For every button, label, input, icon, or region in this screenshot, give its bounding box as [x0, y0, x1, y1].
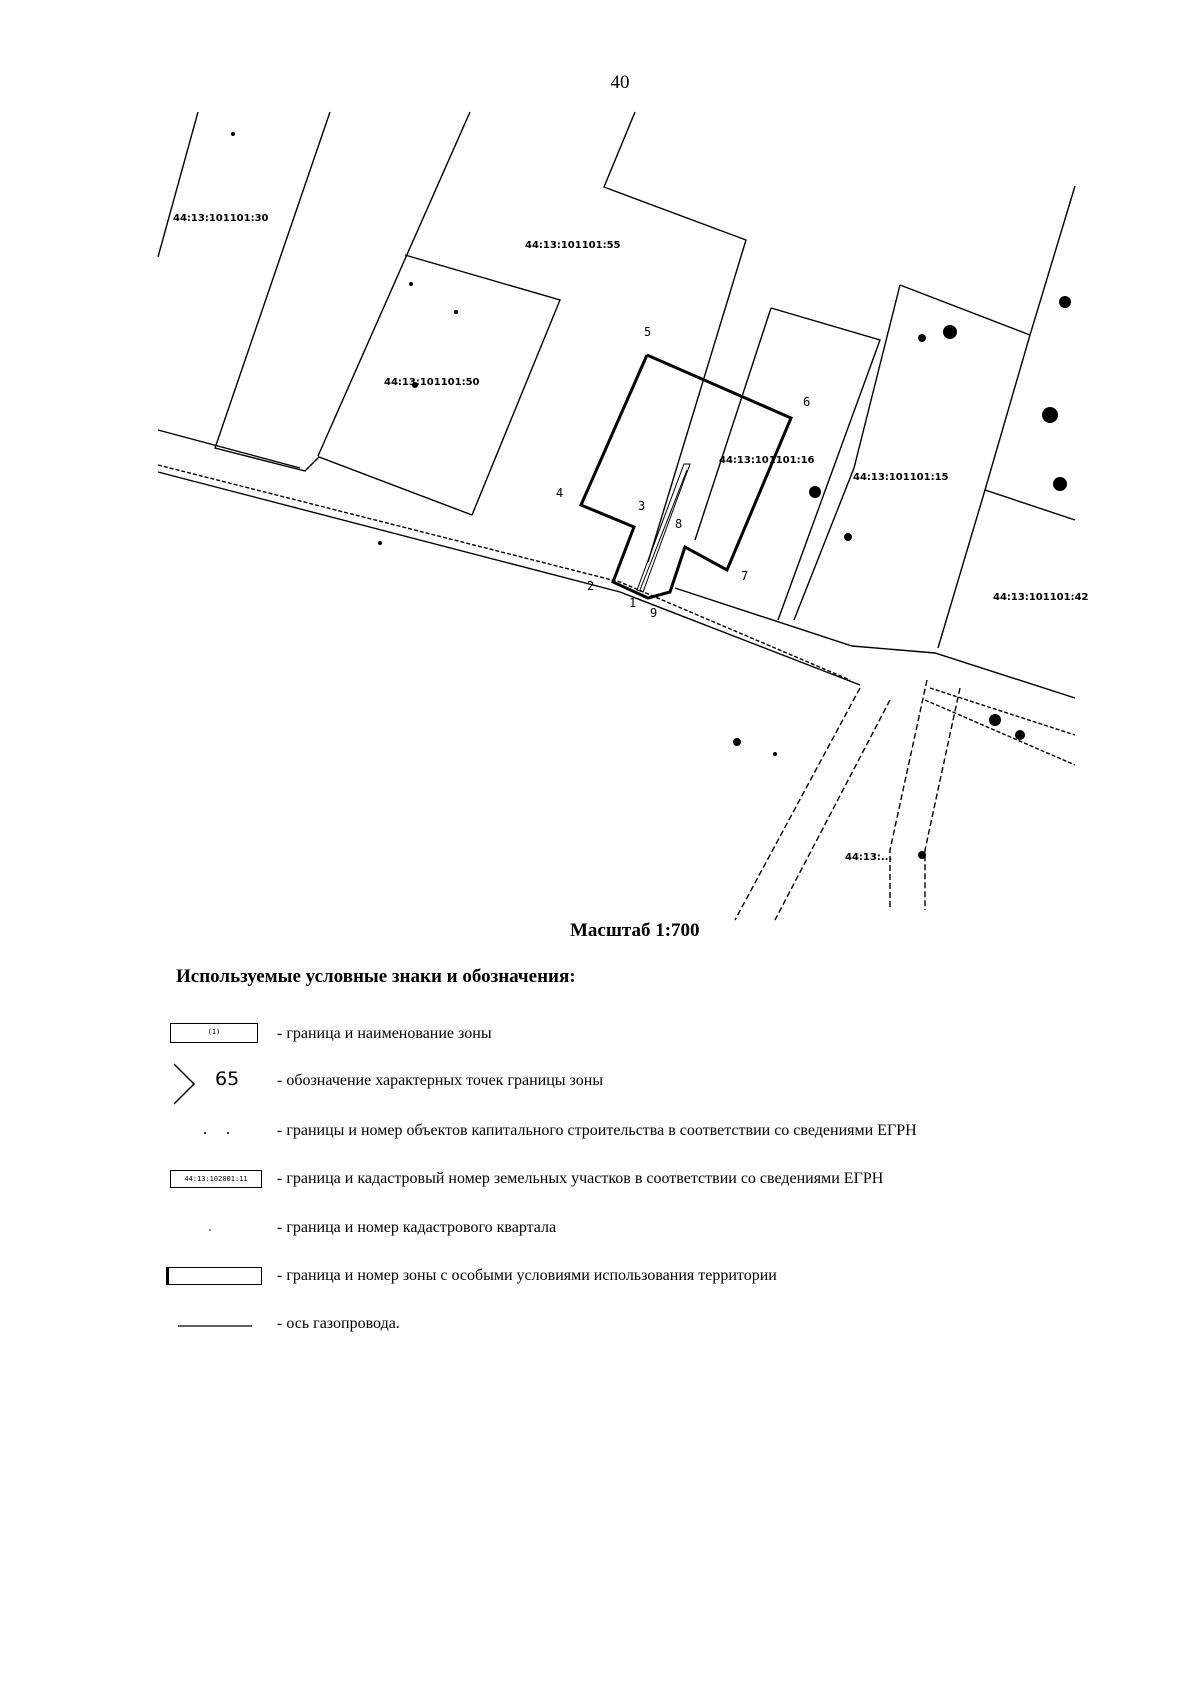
parcel-boundary-symbol: 44:13:102001:11: [160, 1166, 262, 1196]
legend-text: - граница и наименование зоны: [277, 1025, 492, 1042]
point-label: 4: [556, 486, 563, 500]
legend-item-parcels: 44:13:102001:11 - граница и кадастровый …: [160, 1166, 1120, 1196]
legend-item-gas-axis: - ось газопровода.: [160, 1311, 1120, 1341]
gas-pipeline-axis-symbol: [160, 1311, 260, 1341]
parcel-boundary: [899, 185, 1076, 336]
parcel-boundary: [404, 254, 561, 516]
page-number: 40: [610, 72, 630, 93]
point-label: 1: [629, 596, 636, 610]
parcel-label-layer: 44:13:101101:30 44:13:101101:55 44:13:10…: [173, 213, 1089, 863]
parcel-boundary: [214, 111, 473, 516]
boundary-point-symbol: 65: [160, 1063, 260, 1105]
road-edge: [734, 687, 861, 921]
parcel-boundary: [157, 111, 199, 258]
parcel-boundary: [603, 111, 747, 563]
road-edge: [774, 699, 891, 921]
point-label: 7: [741, 569, 748, 583]
parcel-boundary: [157, 429, 301, 469]
parcel-boundary: [694, 307, 772, 541]
legend-title: Используемые условные знаки и обозначени…: [176, 966, 576, 987]
parcel-label: 44:13:...: [845, 852, 892, 863]
road-edge: [157, 464, 851, 681]
legend-item-buildings: - границы и номер объектов капитального …: [160, 1118, 1120, 1148]
zone-boundary-symbol: (1): [160, 1021, 260, 1051]
cadastral-map: 44:13:101101:30 44:13:101101:55 44:13:10…: [157, 111, 1089, 921]
building-boundary-symbol: [160, 1118, 260, 1148]
zone-boundary: [579, 353, 793, 600]
parcel-boundaries: [157, 111, 1076, 921]
point-label: 3: [638, 499, 645, 513]
parcel-boundary: [770, 307, 881, 621]
gas-pipeline-corridor: [636, 463, 691, 593]
road-edge: [929, 687, 1076, 736]
legend-text: - граница и кадастровый номер земельных …: [277, 1170, 884, 1187]
parcel-label: 44:13:101101:42: [993, 592, 1089, 603]
road-edge: [924, 687, 961, 910]
road-edge: [674, 587, 1076, 699]
legend-text: - ось газопровода.: [277, 1315, 400, 1332]
legend-item-quarter: - граница и номер кадастрового квартала: [160, 1215, 1120, 1245]
parcel-label: 44:13:101101:30: [173, 213, 269, 224]
point-label: 5: [644, 325, 651, 339]
road-edge: [924, 699, 1076, 766]
point-label: 8: [675, 517, 682, 531]
road-edge: [889, 679, 928, 910]
legend-item-points: 65 - обозначение характерных точек грани…: [160, 1063, 1120, 1105]
parcel-label: 44:13:101101:55: [525, 240, 621, 251]
parcel-label: 44:13:101101:50: [384, 377, 480, 388]
point-label-layer: 1 2 3 4 5 6 7 8 9: [556, 325, 810, 620]
special-zone-symbol: [160, 1263, 262, 1293]
cadastral-quarter-symbol: [160, 1215, 260, 1245]
legend-item-special-zone: - граница и номер зоны с особыми условия…: [160, 1263, 1120, 1293]
point-label: 2: [587, 579, 594, 593]
point-label: 6: [803, 395, 810, 409]
parcel-boundary: [984, 489, 1076, 521]
parcel-boundary: [793, 284, 901, 621]
parcel-boundary: [317, 111, 471, 457]
road-edge: [157, 471, 861, 686]
map-scale: Масштаб 1:700: [570, 920, 700, 941]
parcel-label: 44:13:101101:16: [719, 455, 815, 466]
parcel-label: 44:13:101101:15: [853, 472, 949, 483]
point-label: 9: [650, 606, 657, 620]
legend-text: - обозначение характерных точек границы …: [277, 1072, 604, 1089]
scan-noise: [231, 132, 1071, 859]
legend-item-zone: (1) - граница и наименование зоны: [160, 1021, 1120, 1051]
legend-text: - граница и номер зоны с особыми условия…: [277, 1267, 777, 1284]
legend-text: - граница и номер кадастрового квартала: [277, 1219, 557, 1236]
legend-text: - границы и номер объектов капитального …: [277, 1122, 917, 1139]
